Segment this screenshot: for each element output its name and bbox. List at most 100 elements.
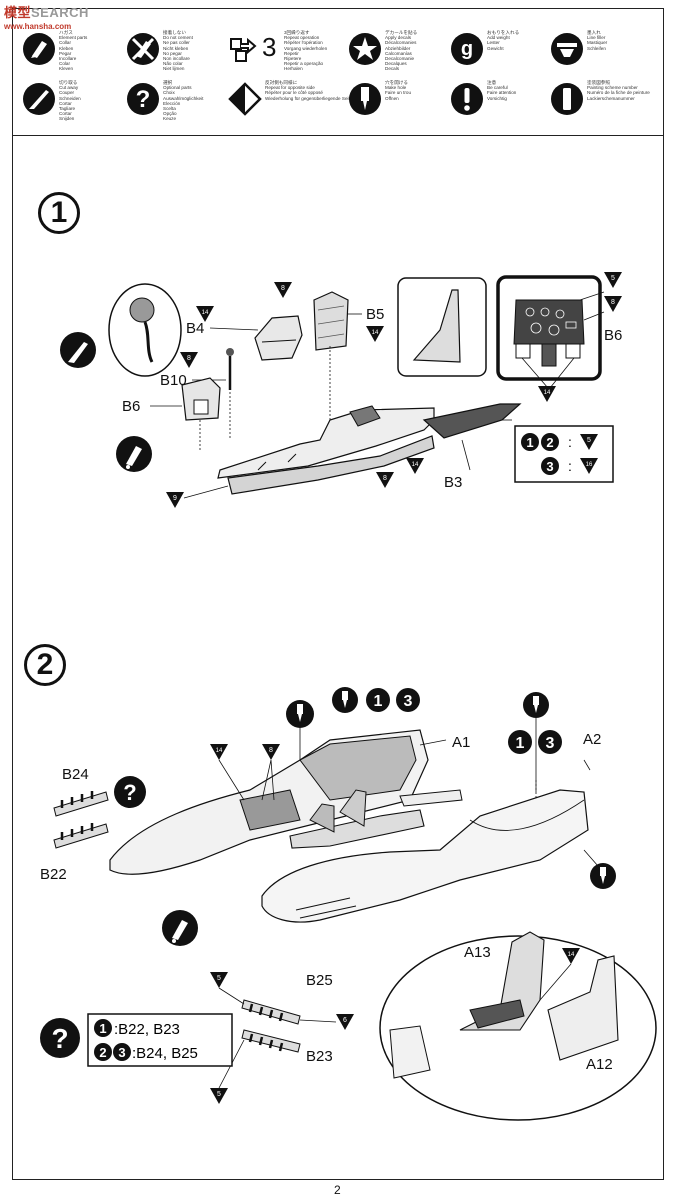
part-b22-exhaust <box>53 823 109 849</box>
label-b3: B3 <box>444 474 463 491</box>
svg-text:?: ? <box>123 780 136 805</box>
svg-text:8: 8 <box>269 747 273 754</box>
part-b4-seat <box>209 315 303 361</box>
svg-text:5: 5 <box>611 275 615 282</box>
label-a1: A1 <box>452 734 471 751</box>
watermark-url: www.hansha.com <box>4 22 72 31</box>
legend-item-no-cement: 接着しない Do not cement Ne pas coller Nicht … <box>126 30 231 72</box>
part-a1-fuselage-left <box>109 729 447 875</box>
color-marker-5: 5 <box>210 1088 228 1104</box>
svg-text:8: 8 <box>611 299 615 306</box>
brush-icon <box>23 33 55 65</box>
svg-text:g: g <box>461 38 473 60</box>
version-badges-top: 1 3 <box>366 688 420 712</box>
brush-icon <box>162 910 198 946</box>
legend-text: 墨入れ Line filler Mastiquer Schleifen <box>587 30 608 51</box>
legend-item-cut: 切り取る Cut away Couper Schneiden Cortar Ta… <box>22 80 127 122</box>
svg-text:8: 8 <box>281 285 285 292</box>
repeat-count: 3 <box>262 32 277 62</box>
leader-line <box>218 759 275 801</box>
svg-text:14: 14 <box>216 748 223 754</box>
svg-text:6: 6 <box>343 1017 347 1024</box>
legend-text: 注意 Be careful Faire attention Vorsichtig <box>487 80 517 101</box>
label-b6-detail: B6 <box>604 327 623 344</box>
svg-text:2: 2 <box>99 1045 106 1060</box>
svg-text:14: 14 <box>372 330 379 336</box>
color-marker-14: 14 <box>196 306 214 322</box>
caution-icon <box>451 83 483 115</box>
legend-item-reverse: 反対側も同様に Repeat for opposite side Répéter… <box>228 80 352 122</box>
svg-text:5: 5 <box>587 437 591 444</box>
label-b10: B10 <box>160 372 187 389</box>
detail-box-seat-side <box>397 277 487 377</box>
knife-icon <box>60 332 96 368</box>
legend-text: 穴を開ける Make hole Faire un trou Offnen <box>385 80 412 101</box>
legend-text: 塗装図参照 Painting scheme number Numéro de l… <box>587 80 650 101</box>
page-number: 2 <box>334 1183 341 1197</box>
drill-icon <box>349 83 381 115</box>
leader-line <box>218 963 572 1089</box>
svg-text:1: 1 <box>99 1021 106 1036</box>
legend-item-hole: 穴を開ける Make hole Faire un trou Offnen <box>348 80 453 122</box>
legend-item-repeat: 3 3回繰り返す Repeat operation Répéter l'opér… <box>228 30 333 72</box>
legend-item-paint-scheme: 塗装図参照 Painting scheme number Numéro de l… <box>550 80 655 122</box>
color-marker-14: 14 <box>210 744 228 760</box>
knife-icon <box>23 83 55 115</box>
cockpit-assembly <box>289 789 463 849</box>
svg-text:3: 3 <box>546 459 553 474</box>
svg-text:14: 14 <box>412 462 419 468</box>
legend-item-cement: ハガス Element parts Collar Kleben Pegar In… <box>22 30 127 72</box>
cockpit-floor-assembly <box>217 403 522 495</box>
repeat-icon <box>230 37 257 62</box>
legend-text: 選択 Optional parts Choix Auswahlmöglichke… <box>163 80 204 122</box>
color-marker-14: 14 <box>562 948 580 964</box>
legend-text: デカールを貼る Apply decals Décalcomanies Abzie… <box>385 30 418 72</box>
color-marker-8: 8 <box>262 744 280 760</box>
color-marker-9: 9 <box>166 492 184 508</box>
label-b24: B24 <box>62 766 89 783</box>
svg-text:5: 5 <box>217 1091 221 1098</box>
detail-circle-control-stick <box>108 283 182 377</box>
color-marker-5: 5 <box>604 272 622 288</box>
legend-text: 3回繰り返す Repeat operation Répéter l'opérat… <box>284 30 328 72</box>
color-marker-6: 6 <box>336 1014 354 1030</box>
svg-text:14: 14 <box>568 952 575 958</box>
label-b4: B4 <box>186 320 205 337</box>
svg-text::: : <box>568 458 572 474</box>
drill-icon <box>523 692 549 718</box>
svg-text::: : <box>568 434 572 450</box>
legend-item-optional: ? 選択 Optional parts Choix Auswahlmöglich… <box>126 80 231 122</box>
legend-item-decal: デカールを貼る Apply decals Décalcomanies Abzie… <box>348 30 453 72</box>
svg-text:14: 14 <box>544 390 551 396</box>
part-b24-exhaust <box>53 791 109 817</box>
label-b6-panel: B6 <box>122 398 141 415</box>
svg-text::B24, B25: :B24, B25 <box>132 1045 198 1062</box>
detail-box-instrument-panel <box>496 275 605 389</box>
label-a13: A13 <box>464 944 491 961</box>
part-b6-panel <box>150 377 221 450</box>
star-icon <box>349 33 381 65</box>
svg-text:16: 16 <box>586 462 593 468</box>
version-color-box: 1 2 : 5 3 : 16 <box>514 425 614 483</box>
svg-text:5: 5 <box>217 975 221 982</box>
legend-text: 反対側も同様に Repeat for opposite side Répéter… <box>265 80 353 101</box>
optional-parts-box: 1 :B22, B23 2 3 :B24, B25 <box>87 1013 233 1067</box>
svg-text:3: 3 <box>546 735 555 752</box>
color-marker-8: 8 <box>604 296 622 312</box>
svg-text:8: 8 <box>187 355 191 362</box>
question-icon: ? <box>40 1018 80 1058</box>
svg-text:2: 2 <box>546 435 553 450</box>
step-number-2: 2 <box>24 644 66 686</box>
label-b22: B22 <box>40 866 67 883</box>
part-b10-stick <box>192 348 234 440</box>
drill-icon <box>590 863 616 889</box>
legend-divider <box>12 135 664 136</box>
svg-text:9: 9 <box>173 495 177 502</box>
watermark-logo: 模型SEARCH <box>4 5 89 20</box>
svg-text::B22, B23: :B22, B23 <box>114 1021 180 1038</box>
color-marker-5: 5 <box>210 972 228 988</box>
part-b25-exhaust <box>241 999 301 1025</box>
line-icon <box>551 33 583 65</box>
no-glue-icon <box>127 33 159 65</box>
